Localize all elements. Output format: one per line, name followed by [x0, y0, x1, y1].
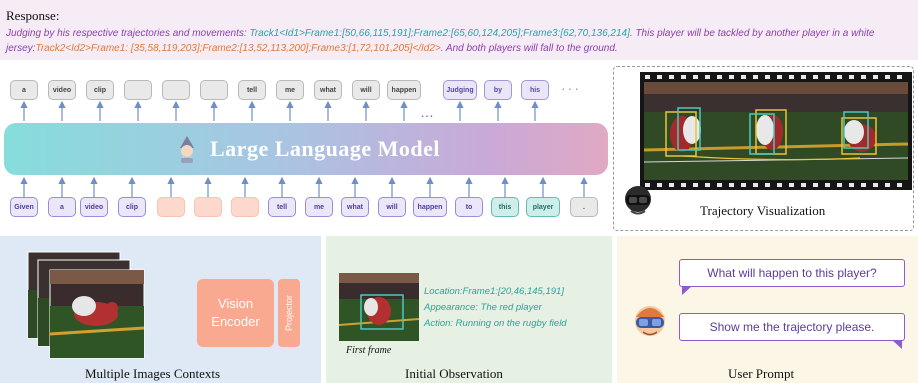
in-token-1: Given — [10, 197, 38, 217]
in-token-2: a — [48, 197, 76, 217]
projector-block: Projector — [278, 279, 300, 347]
observation-text: Location:Frame1:[20,46,145,191] Appearan… — [424, 284, 567, 332]
out-token-3: clip — [86, 80, 114, 100]
out-token-6 — [200, 80, 228, 100]
llm-title: Large Language Model — [210, 136, 440, 161]
in-token-4: clip — [118, 197, 146, 217]
out-token-5 — [162, 80, 190, 100]
user-avatar-icon — [635, 306, 665, 336]
wizard-icon — [180, 136, 194, 163]
initial-observation-title: Initial Observation — [405, 366, 503, 381]
bubble-tail-1 — [682, 286, 692, 295]
out-token-13: by — [484, 80, 512, 100]
out-token-14: his — [521, 80, 549, 100]
response-seg-5: . And both players will fall to the grou… — [440, 43, 618, 54]
multiple-images-title: Multiple Images Contexts — [85, 366, 221, 381]
out-token-10: will — [352, 80, 380, 100]
out-token-2: video — [48, 80, 76, 100]
out-token-12: Judging — [443, 80, 477, 100]
out-token-9: what — [314, 80, 342, 100]
in-token-14: this — [491, 197, 519, 217]
response-title: Response: — [6, 8, 60, 23]
in-token-11: will — [378, 197, 406, 217]
prompt-bubble-1: What will happen to this player? — [679, 259, 905, 287]
in-token-10: what — [341, 197, 369, 217]
observation-location: Location:Frame1:[20,46,145,191] — [424, 286, 564, 297]
in-token-12: happen — [413, 197, 447, 217]
response-track2: Track2<Id2>Frame1: [35,58,119,203];Frame… — [35, 43, 441, 54]
trajectory-panel — [613, 66, 914, 231]
vision-encoder-block: Vision Encoder — [197, 279, 274, 347]
out-token-7: tell — [238, 80, 266, 100]
in-token-8: tell — [268, 197, 296, 217]
out-token-8: me — [276, 80, 304, 100]
output-mid-dots: … — [420, 104, 434, 120]
llm-block: Large Language Model — [4, 123, 608, 175]
user-prompt-title: User Prompt — [728, 366, 795, 381]
projector-label: Projector — [284, 294, 295, 332]
token-arrows — [20, 100, 588, 197]
bubble-tail-2 — [892, 340, 902, 349]
image-stack — [27, 251, 145, 359]
response-seg-3: . This player will be tackled by another… — [6, 28, 875, 54]
in-token-16: . — [570, 197, 598, 217]
in-token-13: to — [455, 197, 483, 217]
observation-appearance: Appearance: The red player — [424, 302, 542, 313]
trajectory-title: Trajectory Visualization — [700, 203, 826, 218]
out-token-11: happen — [387, 80, 421, 100]
vr-bot-icon — [625, 186, 651, 215]
out-token-1: a — [10, 80, 38, 100]
trajectory-filmstrip — [640, 72, 912, 190]
observation-action: Action: Running on the rugby field — [424, 318, 567, 329]
image-token-1 — [157, 197, 185, 217]
output-more-dots: ··· — [561, 80, 581, 96]
first-frame-image — [339, 273, 419, 341]
first-frame-caption: First frame — [346, 345, 392, 356]
prompt-bubble-2: Show me the trajectory please. — [679, 313, 905, 341]
image-token-2 — [194, 197, 222, 217]
response-seg-1: Judging by his respective trajectories a… — [6, 28, 250, 39]
in-token-3: video — [80, 197, 108, 217]
response-text: Judging by his respective trajectories a… — [6, 26, 912, 56]
in-token-9: me — [305, 197, 333, 217]
image-token-3 — [231, 197, 259, 217]
response-track1: Track1<Id1>Frame1:[50,66,115,191];Frame2… — [249, 28, 630, 39]
in-token-15: player — [526, 197, 560, 217]
out-token-4 — [124, 80, 152, 100]
response-panel — [0, 0, 918, 60]
